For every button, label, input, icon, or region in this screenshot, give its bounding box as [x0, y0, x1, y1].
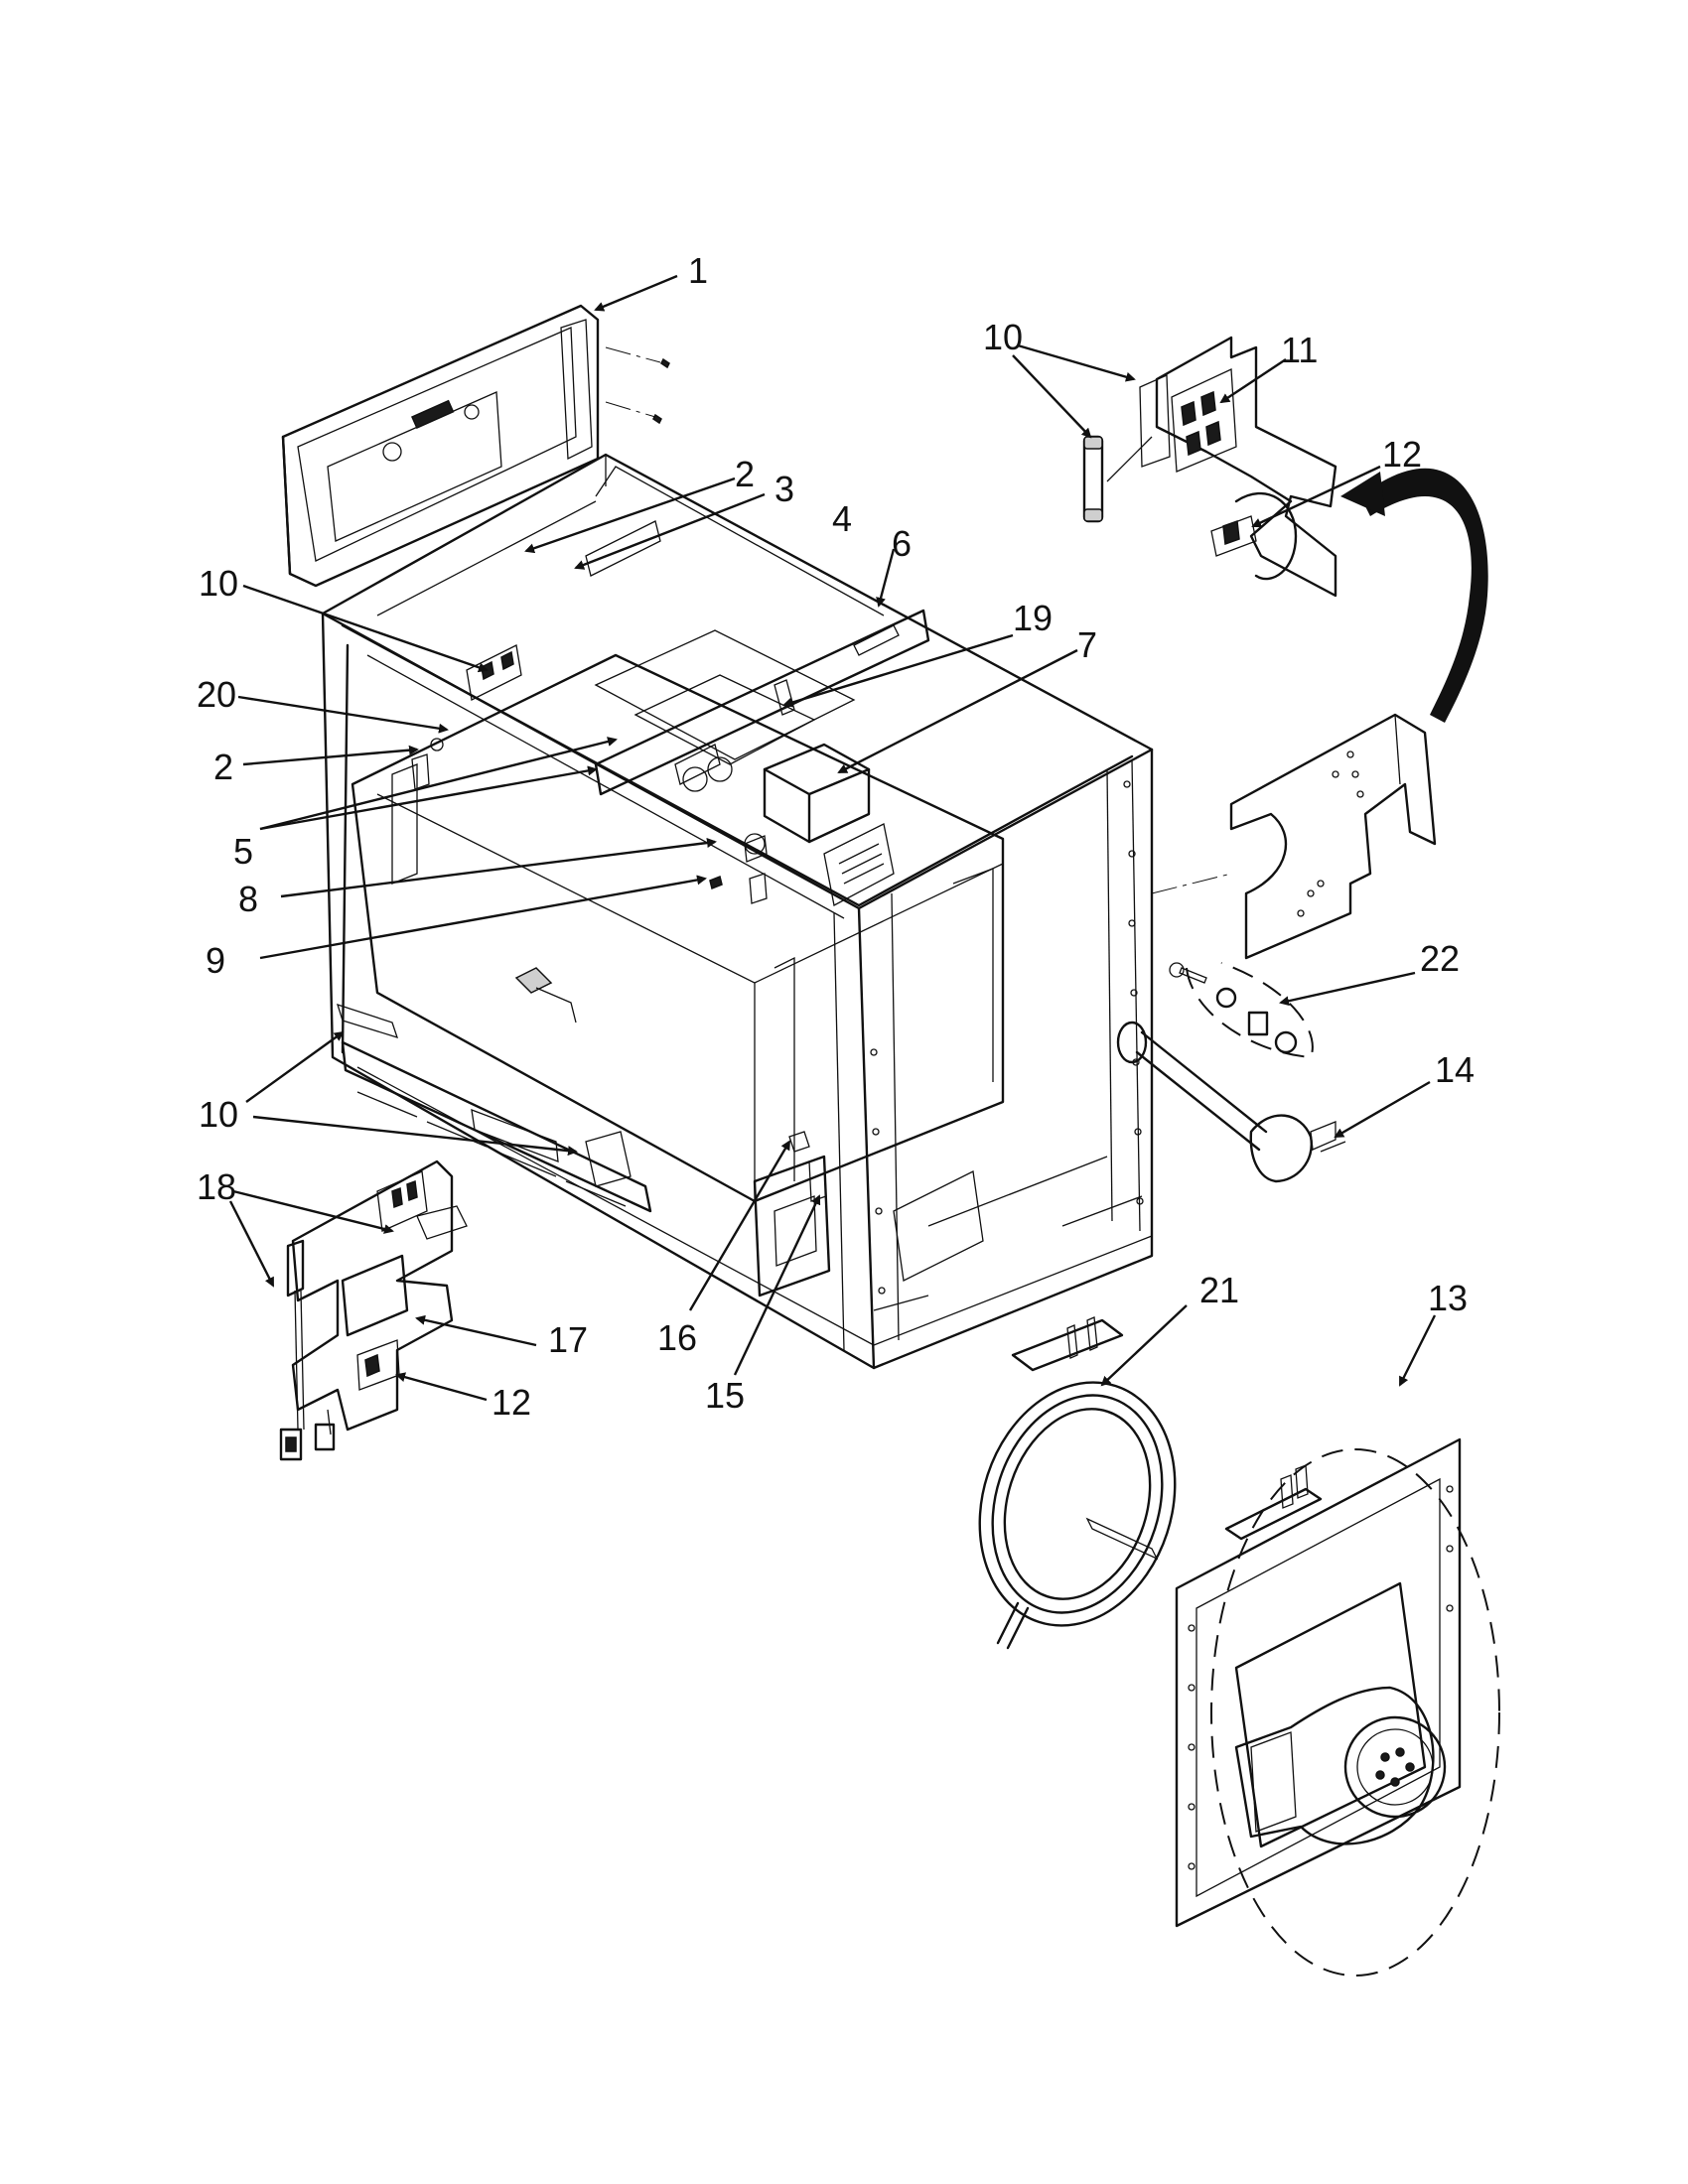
callout-labels: 1 2 2 3 4 5 6 7 8 9 10 10 10 11 12 12 13… [197, 250, 1475, 1423]
callout-21: 21 [1199, 1270, 1239, 1310]
callout-8: 8 [238, 879, 258, 919]
right-bracket-plate [1151, 713, 1437, 960]
callout-2: 2 [213, 747, 233, 787]
hardware-kit-part [1169, 962, 1314, 1059]
door-switch-assembly [279, 1160, 468, 1461]
callout-15: 15 [705, 1375, 745, 1416]
callout-3: 3 [774, 469, 794, 509]
top-bracket-part [594, 609, 930, 796]
front-rail-part [337, 1003, 652, 1213]
callout-19: 19 [1013, 598, 1053, 638]
callout-11: 11 [1281, 330, 1318, 370]
callout-14: 14 [1435, 1049, 1475, 1090]
callout-16: 16 [657, 1317, 697, 1358]
power-cord-part [1116, 1021, 1346, 1183]
callout-22: 22 [1420, 938, 1460, 979]
callout-7: 7 [1077, 624, 1097, 665]
callout-17: 17 [548, 1319, 588, 1360]
oven-cavity [351, 629, 1005, 1203]
lower-right-components [753, 1131, 984, 1297]
callout-6: 6 [892, 523, 912, 564]
callout-13: 13 [1428, 1278, 1468, 1318]
transformer-part [763, 743, 895, 906]
callout-10: 10 [199, 563, 238, 604]
callout-9: 9 [206, 940, 225, 981]
callout-12: 12 [492, 1382, 531, 1423]
callout-12: 12 [1382, 434, 1422, 475]
heating-element-part [978, 1316, 1177, 1650]
fuse-holder-assembly [1082, 336, 1337, 598]
leader-lines [228, 274, 1437, 1402]
callout-1: 1 [688, 250, 708, 291]
convection-fan-part [1175, 1437, 1500, 1977]
callout-2: 2 [735, 454, 755, 494]
callout-18: 18 [197, 1166, 236, 1207]
callout-10: 10 [983, 317, 1023, 357]
callout-5: 5 [233, 831, 253, 872]
callout-20: 20 [197, 674, 236, 715]
callout-10: 10 [199, 1094, 238, 1135]
assembly-direction-arrow [1340, 468, 1488, 723]
callout-4: 4 [832, 498, 852, 539]
